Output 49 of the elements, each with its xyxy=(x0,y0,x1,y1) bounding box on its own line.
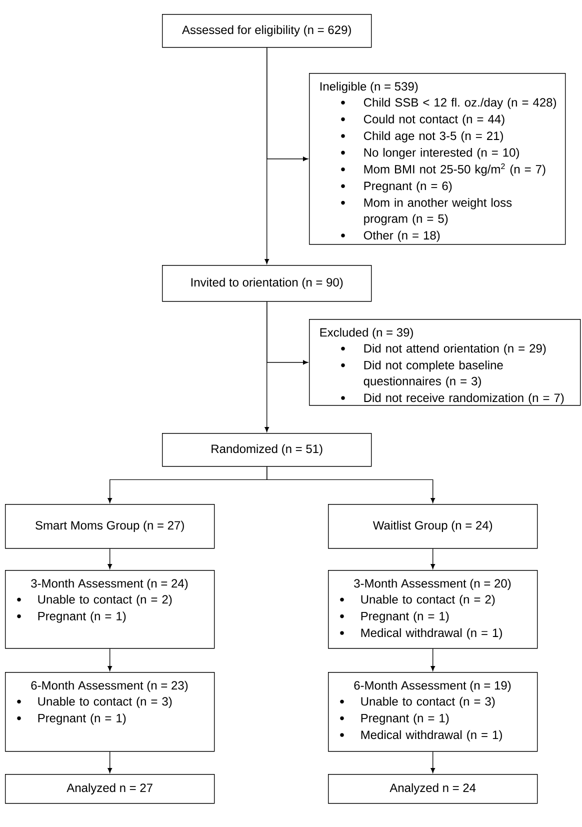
list-item: Child age not 3-5 (n = 21) xyxy=(364,131,503,142)
arrow xyxy=(108,648,112,672)
arrow xyxy=(430,548,436,570)
process-box: Assessed for eligibility (n = 629) xyxy=(162,14,372,48)
box-heading: Excluded (n = 39) xyxy=(320,328,413,340)
process-box xyxy=(309,319,581,406)
process-box xyxy=(328,570,538,649)
list-item: Unable to contact (n = 2) xyxy=(361,594,495,606)
process-box xyxy=(5,570,215,649)
list-item: Other (n = 18) xyxy=(364,230,440,242)
list-item: Could not contact (n = 44) xyxy=(364,114,504,126)
process-box: Analyzed n = 27 xyxy=(5,774,215,804)
process-box: Randomized (n = 51) xyxy=(162,433,372,467)
list-item: Mom in another weight loss program (n = 5) xyxy=(364,198,512,226)
arrow xyxy=(266,466,436,504)
list-item: Unable to contact (n = 2) xyxy=(38,594,172,606)
box-heading: 6-Month Assessment (n = 19) xyxy=(354,680,511,692)
box-heading: 3-Month Assessment (n = 24) xyxy=(31,578,188,590)
process-box: Analyzed n = 24 xyxy=(328,774,538,804)
list-item: Did not complete baseline questionnaires (n = 3) xyxy=(364,360,503,388)
list-item: Did not receive randomization (n = 7) xyxy=(364,393,564,404)
list-item: No longer interested (n = 10) xyxy=(364,148,519,160)
list-item: Pregnant (n = 1) xyxy=(38,612,126,623)
arrow xyxy=(430,648,436,672)
process-box: Waitlist Group (n = 24) xyxy=(328,504,538,549)
arrow xyxy=(266,301,308,365)
list-item: Mom BMI not 25-50 kg/m$^{2}$ (n = 7) xyxy=(364,163,546,176)
list-item: Child SSB < 12 fl. oz./day (n = 428) xyxy=(364,98,556,110)
arrow xyxy=(108,548,112,570)
process-box: Invited to orientation (n = 90) xyxy=(162,265,372,302)
box-heading: 3-Month Assessment (n = 20) xyxy=(354,578,511,590)
list-item: Unable to contact (n = 3) xyxy=(361,696,495,708)
list-item: Unable to contact (n = 3) xyxy=(38,696,172,708)
list-item: Pregnant (n = 1) xyxy=(361,612,449,623)
process-box xyxy=(328,672,538,752)
list-item: Pregnant (n = 6) xyxy=(364,181,452,193)
process-box: Smart Moms Group (n = 27) xyxy=(5,504,215,549)
list-item: Did not attend orientation (n = 29) xyxy=(364,344,546,356)
arrow xyxy=(108,751,112,774)
list-item: Medical withdrawal (n = 1) xyxy=(361,628,502,640)
arrow xyxy=(266,47,308,162)
list-item: Pregnant (n = 1) xyxy=(38,714,126,725)
process-box xyxy=(5,672,215,752)
list-item: Medical withdrawal (n = 1) xyxy=(361,730,502,742)
process-box xyxy=(309,73,566,245)
box-heading: 6-Month Assessment (n = 23) xyxy=(31,680,188,692)
list-item: Pregnant (n = 1) xyxy=(361,714,449,725)
box-heading: Ineligible (n = 539) xyxy=(320,82,418,94)
arrow xyxy=(430,751,436,774)
